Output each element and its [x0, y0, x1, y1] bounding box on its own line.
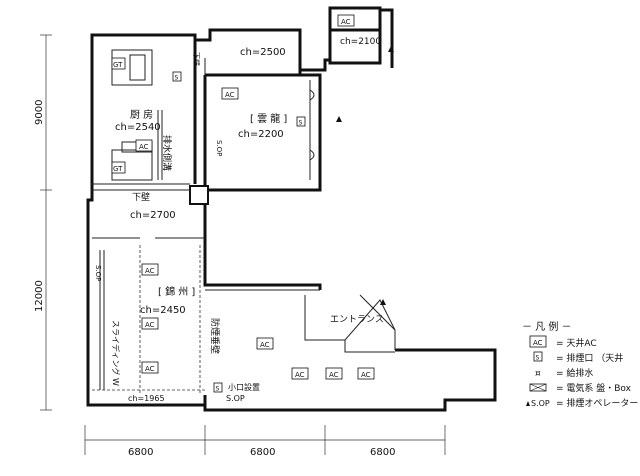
svg-text:AC: AC	[260, 341, 270, 349]
ac-box-icon: AC	[141, 263, 159, 276]
ac-box-icon: AC	[325, 367, 343, 380]
dim-bottom-1: 6800	[128, 447, 153, 458]
entrance-name: エントランス	[330, 314, 384, 325]
ac-box-icon: AC	[141, 317, 159, 330]
small-exhaust-label: 小口設置	[228, 382, 260, 392]
svg-text:= 排煙オペレーター: = 排煙オペレーター	[556, 397, 638, 409]
ac-box-icon: AC	[357, 367, 375, 380]
dim-bottom-2: 6800	[250, 447, 275, 458]
svg-text:= 電気系 盤・Box: = 電気系 盤・Box	[556, 382, 632, 394]
smoke-partition-label: 防煙垂壁	[209, 318, 221, 354]
bottom-sop: S.OP	[226, 394, 245, 403]
small-room-ceiling: ch=2100	[340, 37, 381, 47]
svg-text:= 排煙口 （天井: = 排煙口 （天井	[556, 352, 623, 364]
water-supply-icon: ¤	[535, 369, 541, 379]
dim-bottom-3: 6800	[370, 447, 395, 458]
legend-item: S = 排煙口 （天井	[533, 351, 623, 364]
room-labels: 厨 房 ch=2540 [ 雲 龍 ] ch=2200 ch=2500 ch=2…	[94, 37, 384, 403]
dim-left-top: 9000	[34, 100, 45, 125]
bottom-ceiling: ch=1965	[128, 394, 165, 403]
legend: － 凡 例 － AC = 天井AC S = 排煙口 （天井 ¤ = 給排水 = …	[522, 320, 638, 409]
smoke-vents: S S S	[172, 71, 306, 393]
gt-box-icon: GT	[111, 57, 126, 70]
drain-label: 排水側溝	[161, 135, 173, 171]
svg-text:S: S	[536, 355, 540, 362]
svg-text:AC: AC	[139, 143, 149, 151]
dimension-lines: 9000 12000 6800 6800 6800	[34, 34, 446, 458]
legend-item: S.OP = 排煙オペレーター	[526, 397, 638, 409]
ac-box-icon: AC	[256, 337, 274, 350]
walls	[86, 6, 497, 412]
legend-item: = 電気系 盤・Box	[529, 382, 632, 394]
svg-text:= 天井AC: = 天井AC	[556, 337, 597, 349]
smoke-operator-icon	[526, 401, 530, 406]
hall-downwall: 下壁	[132, 191, 150, 203]
marker-triangles	[336, 46, 394, 305]
unryu-name: [ 雲 龍 ]	[250, 112, 287, 125]
kinshu-name: [ 錦 州 ]	[158, 285, 195, 298]
triangle-marker-icon	[336, 116, 342, 122]
smoke-vent-icon: S	[172, 71, 182, 82]
svg-text:AC: AC	[145, 365, 155, 373]
legend-item: AC = 天井AC	[529, 335, 597, 349]
svg-text:GT: GT	[113, 165, 123, 173]
ac-box-icon: AC	[221, 87, 239, 100]
unryu-sop-label: S.OP	[215, 140, 223, 156]
hall-ceiling: ch=2700	[130, 210, 176, 221]
kitchen-ceiling: ch=2540	[115, 122, 161, 133]
ac-box-icon: AC	[291, 367, 309, 380]
ac-box-icon: AC	[141, 361, 159, 374]
unryu-ceiling: ch=2200	[238, 129, 284, 140]
svg-text:AC: AC	[341, 18, 351, 26]
svg-text:AC: AC	[295, 371, 305, 379]
svg-text:GT: GT	[113, 61, 123, 69]
smoke-vent-icon: S	[296, 116, 306, 127]
gt-units: GT GT	[111, 57, 126, 174]
svg-text:S: S	[299, 120, 303, 127]
ac-units: AC AC AC AC AC AC AC AC AC AC	[135, 14, 375, 380]
downwall-vertical-label: 下壁	[192, 52, 201, 66]
svg-text:AC: AC	[145, 321, 155, 329]
kitchen-name: 厨 房	[130, 108, 153, 121]
svg-text:S.OP: S.OP	[531, 399, 550, 408]
legend-title: － 凡 例 －	[522, 320, 572, 333]
triangle-marker-icon	[380, 299, 386, 305]
corridor-ceiling: ch=2500	[240, 47, 286, 58]
ac-box-icon: AC	[337, 14, 355, 27]
svg-text:AC: AC	[145, 267, 155, 275]
gt-box-icon: GT	[111, 161, 126, 174]
legend-item: ¤ = 給排水	[535, 367, 593, 379]
ac-box-icon: AC	[135, 139, 153, 152]
smoke-vent-icon: S	[213, 382, 223, 393]
interior-lines	[92, 49, 396, 395]
svg-text:AC: AC	[225, 91, 235, 99]
dim-left-bottom: 12000	[34, 280, 45, 312]
svg-text:AC: AC	[533, 339, 543, 347]
triangle-marker-icon	[388, 46, 394, 52]
sliding-wall-label: スライディング W	[111, 320, 121, 386]
smoke-vent-icon	[533, 351, 543, 362]
svg-text:= 給排水: = 給排水	[556, 367, 593, 379]
svg-text:S: S	[175, 75, 179, 82]
svg-text:S: S	[216, 386, 220, 393]
kinshu-sop-label: S.OP	[94, 265, 102, 281]
kinshu-ceiling: ch=2450	[140, 305, 186, 316]
ac-box-icon	[529, 335, 547, 348]
svg-text:AC: AC	[361, 371, 371, 379]
electric-panel-icon	[529, 383, 547, 392]
svg-text:AC: AC	[329, 371, 339, 379]
